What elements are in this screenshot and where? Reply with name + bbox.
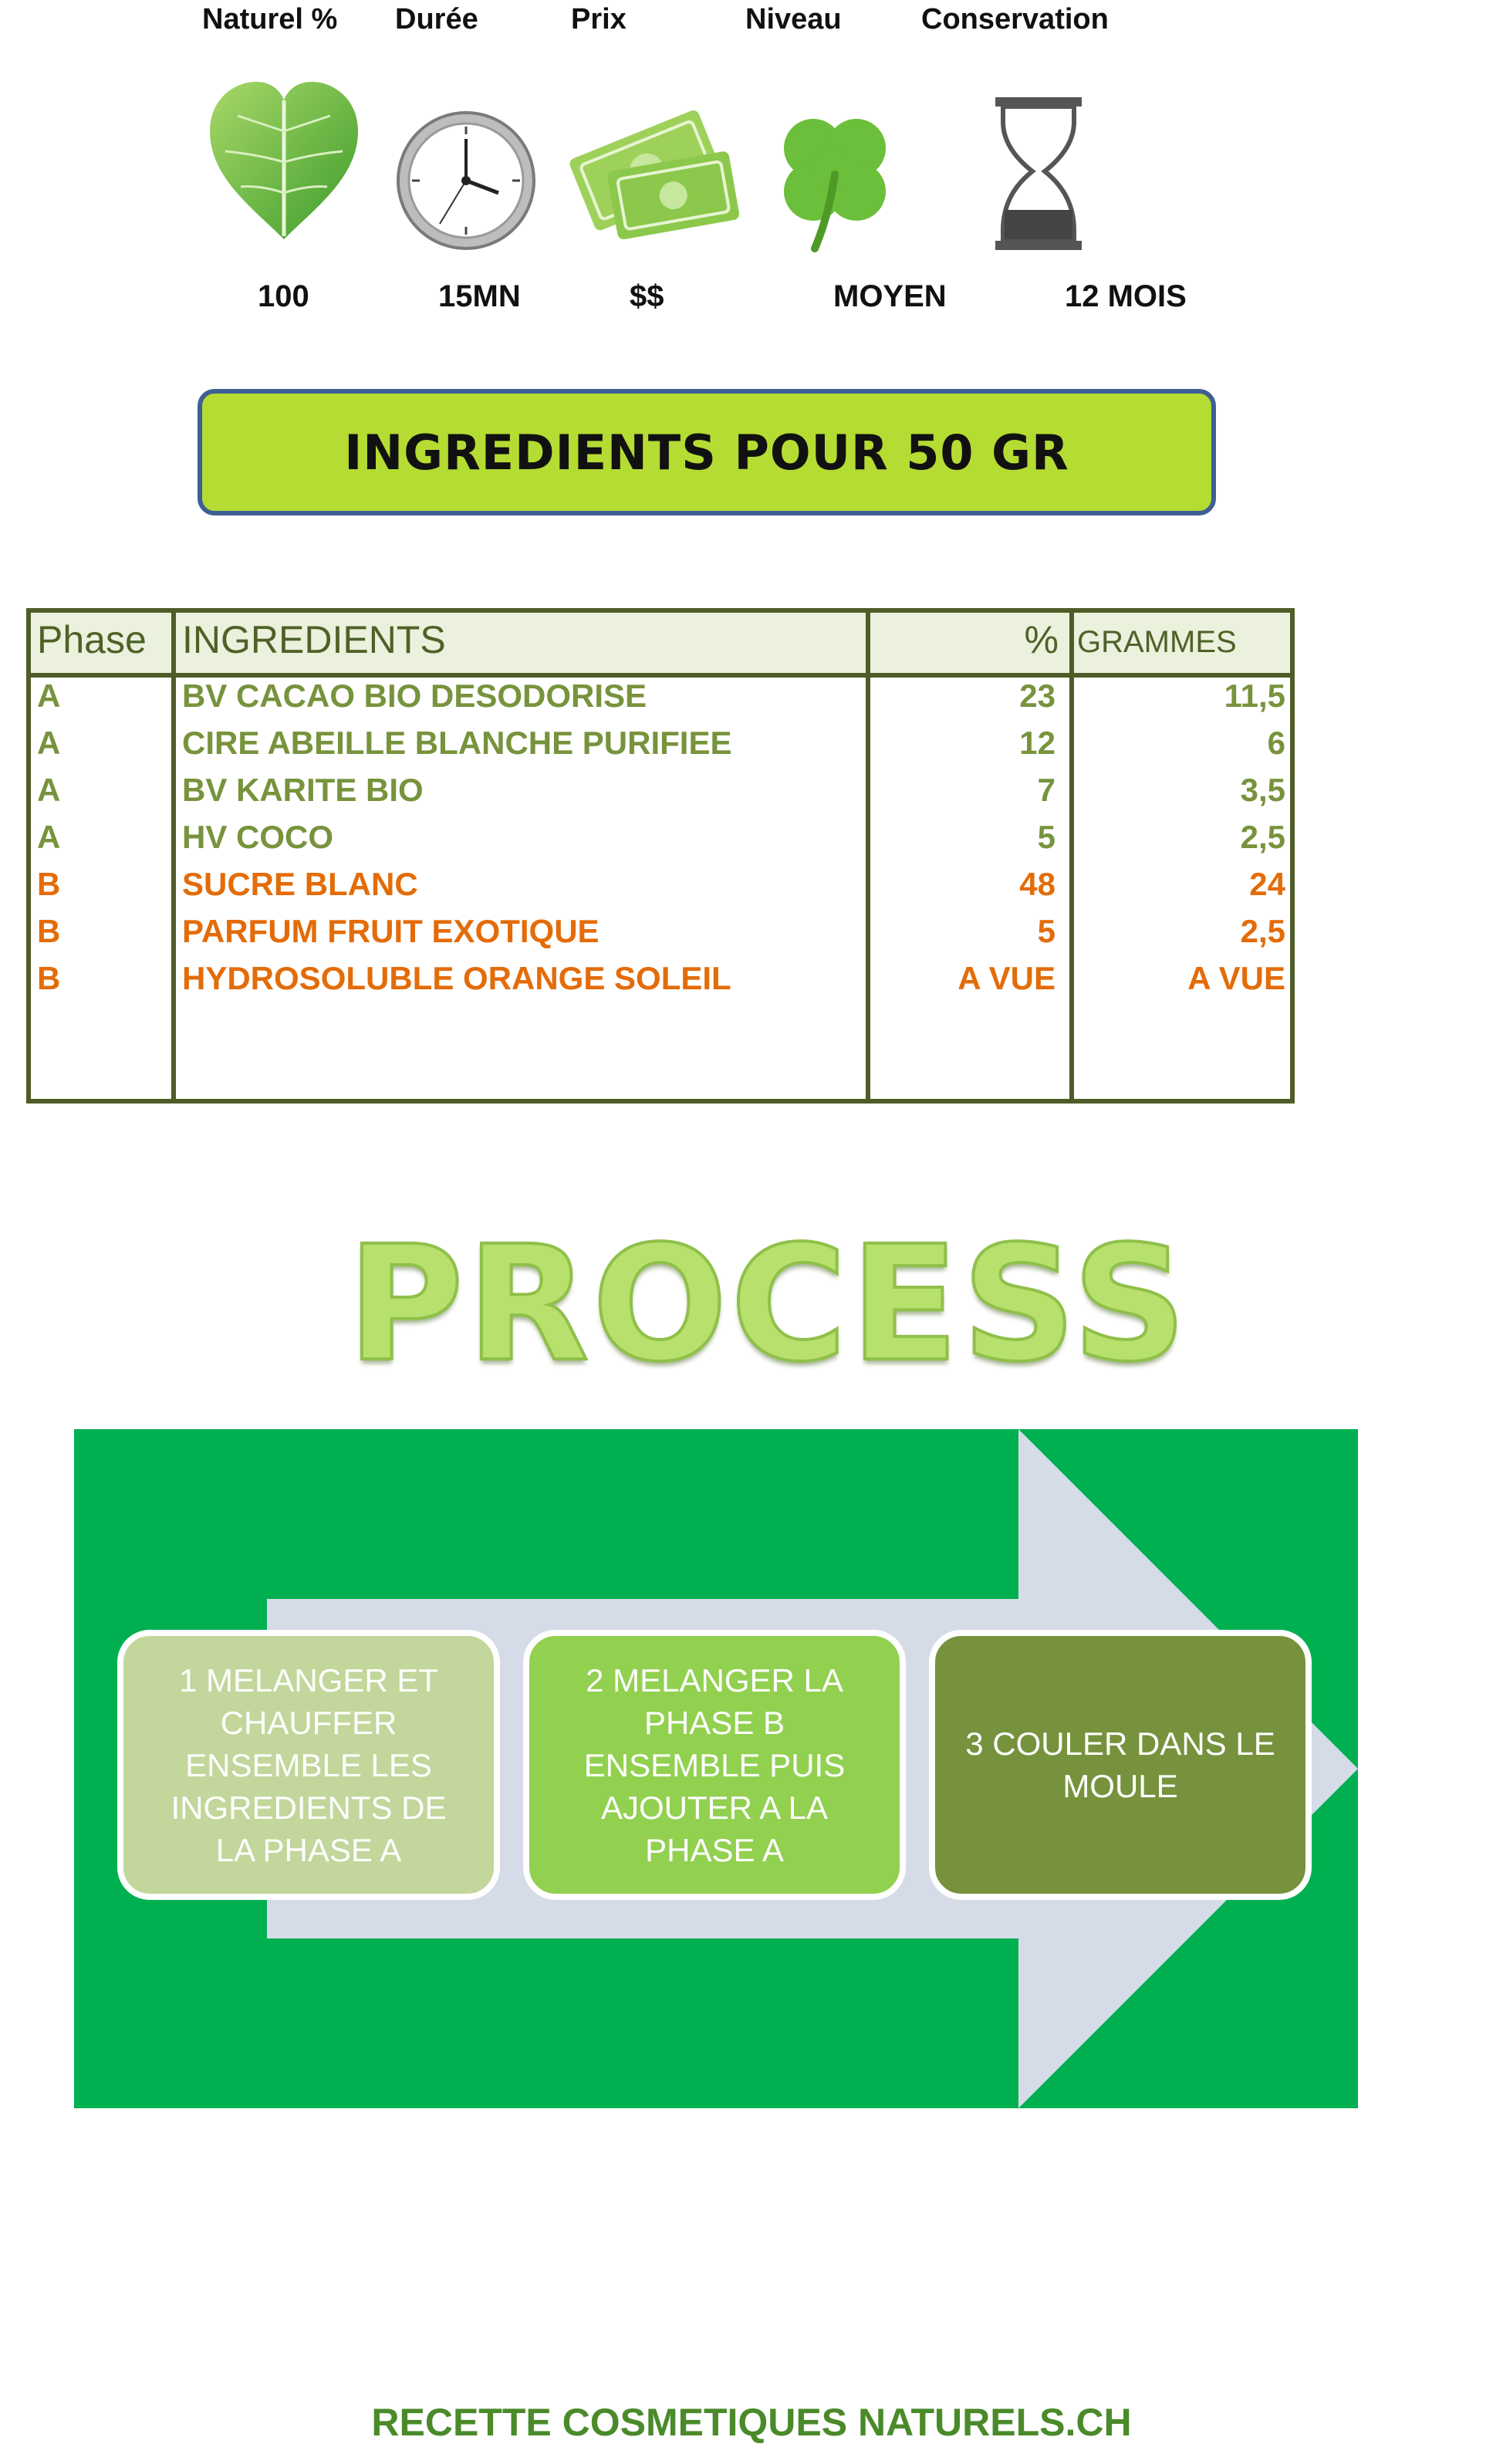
table-header-divider	[31, 673, 1290, 678]
ingredients-table: Phase INGREDIENTS % GRAMMES A BV CACAO BI…	[26, 608, 1295, 1104]
banner-title: INGREDIENTS POUR 50 GR	[344, 424, 1069, 481]
cell-percent: A VUE	[958, 960, 1055, 996]
value-conservation: 12 MOIS	[1065, 279, 1187, 313]
cell-percent: 7	[1037, 772, 1055, 808]
cell-phase: A	[37, 772, 61, 808]
cell-grams: 11,5	[1224, 678, 1285, 714]
cell-ingredient: BV CACAO BIO DESODORISE	[182, 678, 647, 714]
value-niveau: MOYEN	[833, 279, 947, 313]
cell-ingredient: PARFUM FRUIT EXOTIQUE	[182, 913, 600, 949]
table-header-row	[31, 613, 1290, 673]
column-divider	[866, 613, 870, 1099]
cell-ingredient: BV KARITE BIO	[182, 772, 424, 808]
label-duree: Durée	[395, 3, 478, 35]
header-phase: Phase	[37, 618, 147, 661]
header-percent: %	[1024, 618, 1059, 661]
cell-ingredient: HV COCO	[182, 819, 334, 855]
cell-grams: 2,5	[1240, 913, 1285, 949]
label-niveau: Niveau	[745, 3, 842, 35]
value-duree: 15MN	[438, 279, 521, 313]
cell-ingredient: CIRE ABEILLE BLANCHE PURIFIEE	[182, 725, 732, 761]
clover-icon	[784, 119, 886, 252]
cell-grams: 3,5	[1240, 772, 1285, 808]
cell-percent: 5	[1037, 913, 1055, 949]
header-ingredients: INGREDIENTS	[182, 618, 446, 661]
cell-ingredient: HYDROSOLUBLE ORANGE SOLEIL	[182, 960, 731, 996]
cell-percent: 48	[1019, 866, 1055, 902]
value-prix: $$	[630, 279, 664, 313]
label-conservation: Conservation	[921, 3, 1109, 35]
process-title: PROCESS	[346, 1210, 1191, 1398]
cell-phase: B	[37, 913, 61, 949]
process-step-2: 2 MELANGER LA PHASE B ENSEMBLE PUIS AJOU…	[523, 1630, 906, 1900]
cell-phase: A	[37, 725, 61, 761]
process-diagram: 1 MELANGER ET CHAUFFER ENSEMBLE LES INGR…	[74, 1429, 1358, 2108]
clock-icon	[397, 111, 535, 250]
process-step-text: 2 MELANGER LA PHASE B ENSEMBLE PUIS AJOU…	[583, 1661, 846, 1868]
footer-text: RECETTE COSMETIQUES NATURELS.CH	[371, 2401, 1132, 2444]
cell-percent: 12	[1019, 725, 1055, 761]
cell-grams: 6	[1267, 725, 1285, 761]
value-naturel: 100	[258, 279, 309, 313]
cell-percent: 23	[1019, 678, 1055, 714]
header-grams: GRAMMES	[1077, 625, 1237, 659]
column-divider	[1069, 613, 1074, 1099]
cell-phase: B	[37, 866, 61, 902]
money-icon	[569, 110, 740, 240]
hourglass-icon	[995, 97, 1082, 250]
cell-grams: A VUE	[1187, 960, 1285, 996]
process-step-1: 1 MELANGER ET CHAUFFER ENSEMBLE LES INGR…	[117, 1630, 500, 1900]
cell-phase: A	[37, 678, 61, 714]
leaf-heart-icon	[210, 82, 358, 239]
cell-percent: 5	[1037, 819, 1055, 855]
process-step-3: 3 COULER DANS LE MOULE	[929, 1630, 1312, 1900]
cell-phase: A	[37, 819, 61, 855]
cell-phase: B	[37, 960, 61, 996]
label-naturel: Naturel %	[202, 3, 338, 35]
process-step-text: 3 COULER DANS LE MOULE	[965, 1725, 1275, 1804]
cell-grams: 2,5	[1240, 819, 1285, 855]
column-divider	[171, 613, 176, 1099]
cell-grams: 24	[1249, 866, 1285, 902]
ingredients-banner: INGREDIENTS POUR 50 GR	[198, 389, 1216, 515]
process-step-text: 1 MELANGER ET CHAUFFER ENSEMBLE LES INGR…	[171, 1661, 447, 1868]
cell-ingredient: SUCRE BLANC	[182, 866, 418, 902]
label-prix: Prix	[571, 3, 627, 35]
